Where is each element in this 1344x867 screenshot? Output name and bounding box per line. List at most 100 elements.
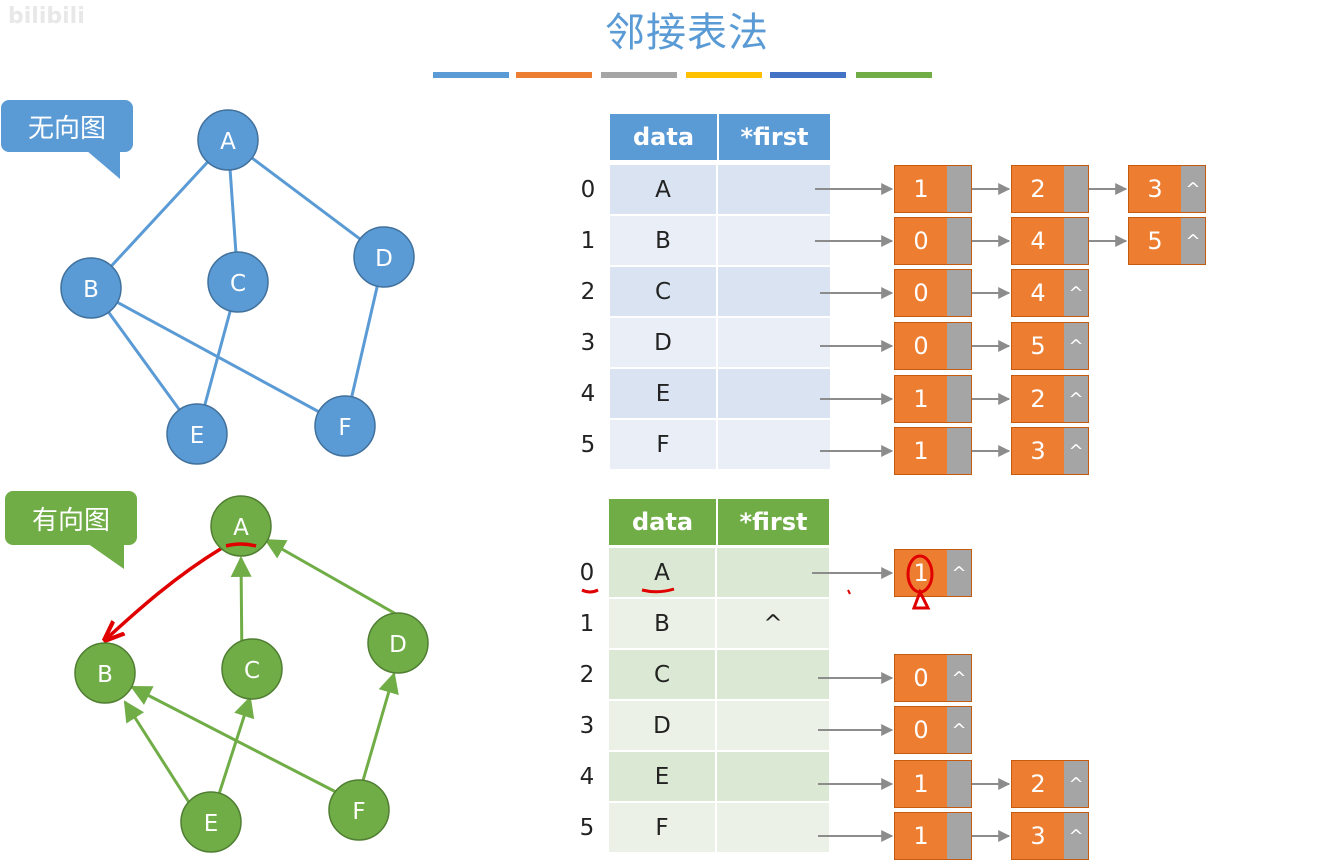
edge-node-value: 2 xyxy=(1012,166,1064,212)
edge-node-value: 1 xyxy=(895,428,947,474)
first-pointer-cell xyxy=(718,267,830,316)
stripe-yellow xyxy=(686,72,762,78)
edge-node-next xyxy=(947,813,971,859)
edge-node-next: ^ xyxy=(1064,813,1088,859)
directed-graph-label: 有向图 xyxy=(5,491,137,545)
edge-node: 0 xyxy=(894,322,972,370)
edge-node-next: ^ xyxy=(947,707,971,753)
edge-node: 5^ xyxy=(1128,217,1206,265)
row-index: 2 xyxy=(580,278,596,305)
edge-f-to-d xyxy=(360,671,399,785)
edge-node-next xyxy=(947,270,971,316)
undirected-vertex-d: D xyxy=(353,226,415,288)
vertex-label: B xyxy=(97,662,113,688)
edge-node: 3^ xyxy=(1011,427,1089,475)
directed-vertex-c: C xyxy=(221,638,283,700)
edge-node-next: ^ xyxy=(1181,218,1205,264)
stripe-dark-blue xyxy=(770,72,846,78)
edge-node: 2 xyxy=(1011,165,1089,213)
undirected-graph-label: 无向图 xyxy=(1,100,133,152)
row-index: 0 xyxy=(580,176,596,203)
first-pointer-cell: ^ xyxy=(717,599,829,648)
directed-vertex-e: E xyxy=(180,791,242,853)
vertex-data-cell: F xyxy=(610,420,716,469)
edge-node: 1 xyxy=(894,165,972,213)
row-index: 0 xyxy=(579,559,595,586)
header-data: data xyxy=(609,499,718,545)
vertex-data-cell: E xyxy=(609,752,715,801)
edge-node-next xyxy=(947,761,971,807)
annotation-underline-index-0 xyxy=(581,588,599,594)
annotation-dot xyxy=(847,589,851,595)
undirected-vertex-a: A xyxy=(197,109,259,171)
row-index: 5 xyxy=(579,814,595,841)
edge-node-next: ^ xyxy=(1064,428,1088,474)
vertex-label: F xyxy=(352,799,365,825)
edge-d-to-a xyxy=(264,538,397,616)
row-index: 1 xyxy=(579,610,595,637)
vertex-data-cell: C xyxy=(609,650,715,699)
edge-node-next: ^ xyxy=(947,655,971,701)
first-pointer-cell xyxy=(718,216,830,265)
edge-node-next xyxy=(1064,218,1088,264)
stripe-gray xyxy=(601,72,677,78)
directed-table-header: data *first xyxy=(609,499,829,545)
edge-node-value: 1 xyxy=(895,550,947,596)
edge-node-value: 3 xyxy=(1129,166,1181,212)
edge-node-next: ^ xyxy=(1181,166,1205,212)
page-title: 邻接表法 xyxy=(605,10,769,56)
edge-node-value: 0 xyxy=(895,218,947,264)
vertex-label: B xyxy=(83,277,99,303)
row-index: 3 xyxy=(580,329,596,356)
vertex-label: C xyxy=(244,658,260,684)
edge-node-next: ^ xyxy=(947,550,971,596)
vertex-label: A xyxy=(233,515,249,541)
row-index: 2 xyxy=(579,661,595,688)
directed-vertex-a: A xyxy=(210,495,272,557)
stripe-green xyxy=(856,72,932,78)
vertex-label: D xyxy=(375,246,393,272)
edge-node-next: ^ xyxy=(1064,323,1088,369)
edge-node-value: 3 xyxy=(1012,428,1064,474)
directed-vertex-d: D xyxy=(367,612,429,674)
first-pointer-cell xyxy=(717,752,829,801)
annotation-mark xyxy=(911,588,931,610)
vertex-label: E xyxy=(190,423,205,449)
vertex-data-cell: A xyxy=(609,548,715,597)
edge-node: 3^ xyxy=(1011,812,1089,860)
edge-node: 5^ xyxy=(1011,322,1089,370)
header-first: *first xyxy=(718,499,829,545)
vertex-label: E xyxy=(204,811,219,837)
edge-node: 3^ xyxy=(1128,165,1206,213)
undirected-callout-tail xyxy=(80,145,120,179)
row-index: 4 xyxy=(579,763,595,790)
edge-node-next xyxy=(947,376,971,422)
edge-node-value: 1 xyxy=(895,376,947,422)
vertex-data-cell: B xyxy=(609,599,715,648)
vertex-data-cell: E xyxy=(610,369,716,418)
edge-node: 2^ xyxy=(1011,760,1089,808)
vertex-data-cell: A xyxy=(610,165,716,214)
edge-node-next: ^ xyxy=(1064,270,1088,316)
watermark-logo: bilibili xyxy=(8,4,85,29)
edge-node-next xyxy=(947,428,971,474)
annotation-marks xyxy=(581,554,934,610)
first-pointer-cell xyxy=(717,701,829,750)
row-index: 1 xyxy=(580,227,596,254)
undirected-table-header: data *first xyxy=(610,114,830,160)
stripe-orange xyxy=(516,72,592,78)
edge-node: 0 xyxy=(894,269,972,317)
annotation-underline-a xyxy=(225,542,257,548)
undirected-graph: A B C D E F xyxy=(60,109,415,465)
undirected-vertex-b: B xyxy=(60,257,122,319)
edge-node-next xyxy=(947,323,971,369)
edge-node: 1 xyxy=(894,375,972,423)
first-pointer-cell xyxy=(717,548,829,597)
edge-node: 0 xyxy=(894,217,972,265)
edge-node-value: 5 xyxy=(1012,323,1064,369)
row-index: 4 xyxy=(580,380,596,407)
edge-node-value: 0 xyxy=(895,323,947,369)
edge-node: 0^ xyxy=(894,654,972,702)
edge-node: 0^ xyxy=(894,706,972,754)
